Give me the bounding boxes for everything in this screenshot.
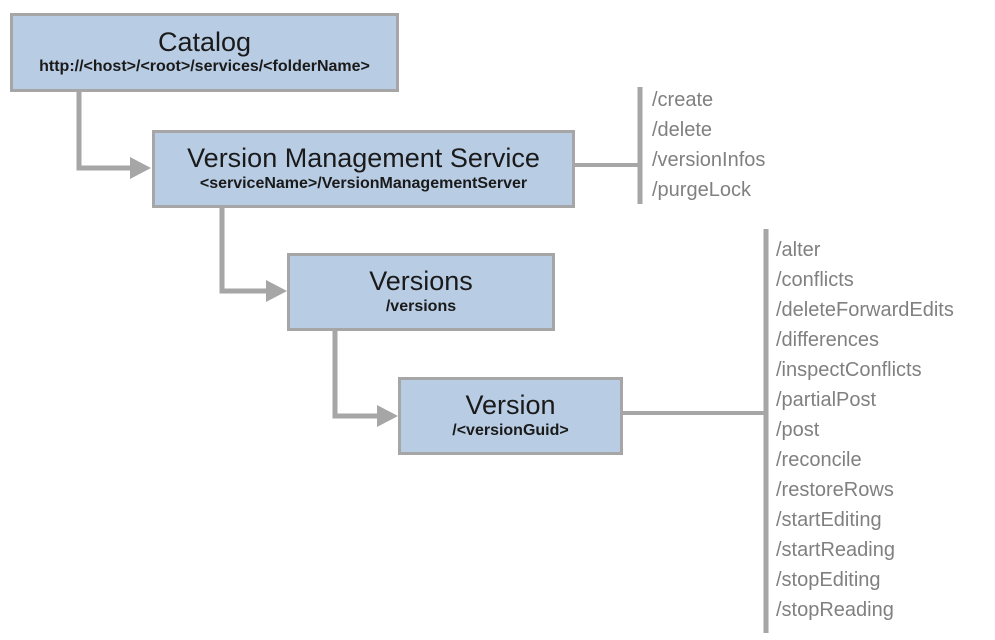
catalog-title: Catalog bbox=[157, 26, 252, 57]
versions-title: Versions bbox=[369, 266, 473, 297]
connector-catalog-to-vms bbox=[76, 92, 130, 171]
operation-item: /post bbox=[776, 419, 820, 441]
arrowhead-versions-icon bbox=[266, 280, 287, 302]
operation-item: /stopEditing bbox=[776, 569, 881, 591]
vms-title: Version Management Service bbox=[187, 143, 540, 174]
operation-item: /alter bbox=[776, 239, 821, 261]
vms-subtitle: <serviceName>/VersionManagementServer bbox=[199, 174, 528, 192]
arrowhead-vms-icon bbox=[130, 157, 151, 179]
versions-subtitle: /versions bbox=[385, 297, 457, 315]
operation-item: /deleteForwardEdits bbox=[776, 299, 954, 321]
operation-item: /startEditing bbox=[776, 509, 882, 531]
catalog-node: Catalog http://<host>/<root>/services/<f… bbox=[10, 13, 399, 92]
connector-versions-to-version bbox=[332, 331, 377, 419]
connector-vms-to-versions bbox=[219, 208, 266, 294]
version-node: Version /<versionGuid> bbox=[398, 377, 623, 455]
operation-item: /conflicts bbox=[776, 269, 854, 291]
operation-item: /stopReading bbox=[776, 599, 894, 621]
version-subtitle: /<versionGuid> bbox=[452, 421, 569, 439]
catalog-subtitle: http://<host>/<root>/services/<folderNam… bbox=[39, 58, 370, 76]
version-title: Version bbox=[465, 390, 556, 421]
operation-item: /purgeLock bbox=[652, 179, 751, 201]
operation-item: /reconcile bbox=[776, 449, 862, 471]
version-management-service-node: Version Management Service <serviceName>… bbox=[152, 130, 575, 208]
operation-item: /create bbox=[652, 89, 714, 111]
vms-operations-list: /create /delete /versionInfos /purgeLock bbox=[652, 85, 765, 205]
operation-item: /differences bbox=[776, 329, 880, 351]
operation-item: /delete bbox=[652, 119, 713, 141]
operation-item: /versionInfos bbox=[652, 149, 766, 171]
operation-item: /partialPost bbox=[776, 389, 877, 411]
versions-node: Versions /versions bbox=[287, 253, 555, 331]
operation-item: /startReading bbox=[776, 539, 895, 561]
version-operations-list: /alter /conflicts /deleteForwardEdits /d… bbox=[776, 235, 954, 625]
arrowhead-version-icon bbox=[377, 405, 398, 427]
operation-item: /restoreRows bbox=[776, 479, 894, 501]
operation-item: /inspectConflicts bbox=[776, 359, 922, 381]
